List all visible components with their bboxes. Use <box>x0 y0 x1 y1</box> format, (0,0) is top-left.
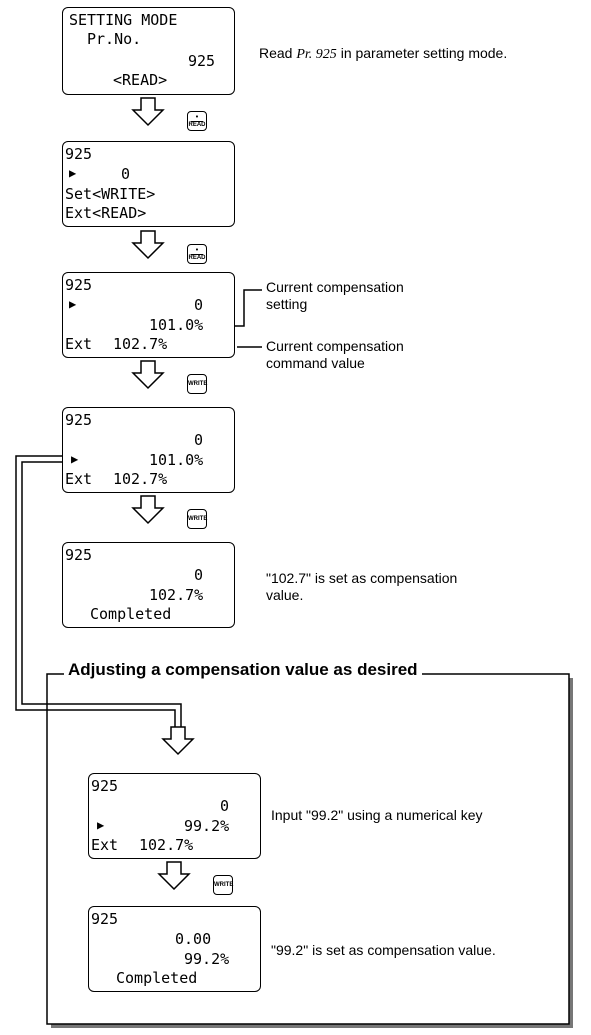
lcd-screen-4: 925 0 ▶ 101.0% Ext 102.7% <box>62 407 235 493</box>
caption-line: "102.7" is set as compensation <box>266 570 458 586</box>
caption-comp-command: Current compensation command value <box>266 338 404 372</box>
lcd-line: 0 <box>220 797 230 815</box>
down-arrow-icon <box>131 97 165 127</box>
lcd-line: 99.2% <box>184 950 230 968</box>
section-title: Adjusting a compensation value as desire… <box>64 660 422 680</box>
caption-set-result: "102.7" is set as compensation value. <box>266 570 457 604</box>
caption-line: Current compensation <box>266 279 404 295</box>
down-arrow-icon <box>131 360 165 390</box>
down-arrow-icon <box>131 495 165 525</box>
caption-line: command value <box>266 355 365 371</box>
caption-final: "99.2" is set as compensation value. <box>271 942 496 958</box>
lcd-line: 925 <box>91 777 119 795</box>
lcd-line: 102.7% <box>113 470 168 488</box>
lcd-line: 101.0% <box>149 451 204 469</box>
param-number: Pr. 925 <box>296 47 337 62</box>
lcd-screen-6: 925 0 ▶ 99.2% Ext 102.7% <box>88 773 261 859</box>
lcd-line: <READ> <box>113 71 168 89</box>
lcd-line: Completed <box>116 969 198 987</box>
lcd-line: Ext <box>65 335 93 353</box>
lcd-line: Set<WRITE> <box>65 185 156 203</box>
lcd-line: Completed <box>90 605 172 623</box>
down-arrow-icon <box>131 230 165 260</box>
cursor-icon: ▶ <box>97 818 105 832</box>
lcd-line: 0 <box>194 566 204 584</box>
bracket-line-outer <box>15 455 176 728</box>
lcd-line: 925 <box>65 276 93 294</box>
write-key-label: WRITE <box>188 381 208 387</box>
caption-step1: Read Pr. 925 in parameter setting mode. <box>259 45 508 62</box>
lcd-line: 101.0% <box>149 316 204 334</box>
lcd-line: 0 <box>194 431 204 449</box>
lcd-line: Ext <box>91 836 119 854</box>
read-key[interactable]: • READ <box>187 111 207 131</box>
lcd-line: 102.7% <box>149 586 204 604</box>
lcd-screen-2: 925 ▶ 0 Set<WRITE> Ext<READ> <box>62 141 235 227</box>
caption-input: Input "99.2" using a numerical key <box>271 807 483 823</box>
lcd-line: 925 <box>91 910 119 928</box>
lcd-line: 925 <box>188 52 216 70</box>
lcd-screen-1: SETTING MODE Pr.No. 925 <READ> <box>62 7 235 95</box>
caption-line: value. <box>266 587 304 603</box>
lcd-line: Pr.No. <box>87 30 142 48</box>
down-arrow-icon <box>157 861 191 891</box>
read-key[interactable]: • READ <box>187 244 207 264</box>
cursor-icon: ▶ <box>71 452 79 466</box>
write-key[interactable]: WRITE <box>213 875 233 895</box>
read-key-dot: • <box>195 114 199 121</box>
caption-line: setting <box>266 296 308 312</box>
cursor-icon: ▶ <box>69 166 77 180</box>
lcd-screen-3: 925 ▶ 0 101.0% Ext 102.7% <box>62 272 235 358</box>
lcd-line: 0 <box>194 296 204 314</box>
read-key-label: READ <box>188 122 206 128</box>
lcd-line: 925 <box>65 546 93 564</box>
lcd-line: 0.00 <box>175 930 212 948</box>
write-key-label: WRITE <box>214 882 234 888</box>
lcd-screen-5: 925 0 102.7% Completed <box>62 542 235 628</box>
lcd-line: 102.7% <box>113 335 168 353</box>
lcd-line: 925 <box>65 411 93 429</box>
write-key-label: WRITE <box>188 516 208 522</box>
read-key-dot: • <box>195 247 199 254</box>
lcd-line: Ext <box>65 470 93 488</box>
cursor-icon: ▶ <box>69 297 77 311</box>
lcd-line: 99.2% <box>184 817 230 835</box>
write-key[interactable]: WRITE <box>187 374 207 394</box>
lcd-line: Ext<READ> <box>65 204 147 222</box>
write-key[interactable]: WRITE <box>187 509 207 529</box>
down-arrow-icon <box>161 726 195 756</box>
caption-line: Current compensation <box>266 338 404 354</box>
bracket-line-inner <box>21 461 182 728</box>
read-key-label: READ <box>188 255 206 261</box>
lcd-line: 925 <box>65 145 93 163</box>
lcd-screen-7: 925 0.00 99.2% Completed <box>88 906 261 992</box>
lcd-line: 102.7% <box>139 836 194 854</box>
caption-comp-setting: Current compensation setting <box>266 279 404 313</box>
lcd-line: 0 <box>121 165 131 183</box>
lcd-line: SETTING MODE <box>69 11 178 29</box>
